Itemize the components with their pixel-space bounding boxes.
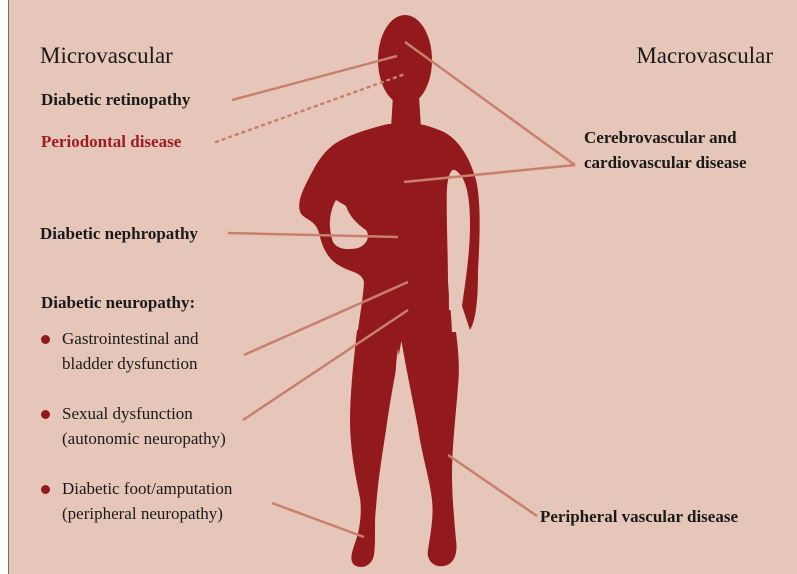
list-item-line2: bladder dysfunction: [62, 351, 198, 376]
neuropathy-label: Diabetic neuropathy:: [41, 294, 195, 311]
cerebrovascular-label-line1: Cerebrovascular and: [584, 129, 737, 146]
cerebrovascular-label-line2: cardiovascular disease: [584, 154, 747, 171]
figure-neck: [391, 96, 421, 128]
bullet-icon: [41, 410, 50, 419]
bullet-icon: [41, 335, 50, 344]
retinopathy-label: Diabetic retinopathy: [41, 91, 190, 108]
list-item-line1: Diabetic foot/amputation: [62, 476, 232, 501]
peripheral-vascular-label: Peripheral vascular disease: [540, 508, 738, 525]
bullet-icon: [41, 485, 50, 494]
list-item-line2: (peripheral neuropathy): [62, 501, 223, 526]
foot-leader: [272, 503, 364, 537]
list-item-line1: Sexual dysfunction: [62, 401, 193, 426]
retinopathy-leader: [232, 56, 397, 100]
figure-arm-gap: [448, 172, 461, 310]
list-item-line2: (autonomic neuropathy): [62, 426, 226, 451]
figure-left-leg: [350, 330, 402, 567]
microvascular-heading: Microvascular: [40, 44, 173, 67]
periodontal-label: Periodontal disease: [41, 133, 181, 150]
list-item-line1: Gastrointestinal and: [62, 326, 198, 351]
peripheral-leader: [448, 455, 537, 516]
macrovascular-heading: Macrovascular: [636, 44, 773, 67]
nephropathy-label: Diabetic nephropathy: [40, 225, 198, 242]
figure-right-leg: [400, 332, 459, 566]
